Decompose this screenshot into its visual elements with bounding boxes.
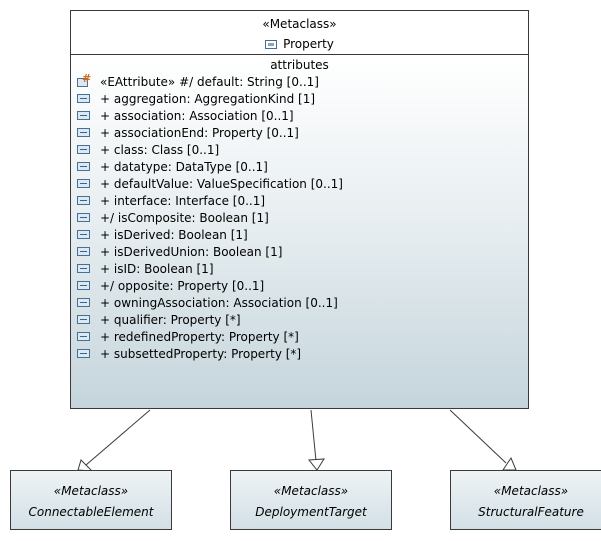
attribute-row[interactable]: # «EAttribute» #/ default: String [0..1]	[77, 73, 528, 90]
parent-stereotype: «Metaclass»	[493, 484, 569, 498]
property-icon	[77, 213, 90, 222]
attribute-row[interactable]: + isID: Boolean [1]	[77, 260, 528, 277]
property-icon	[77, 196, 90, 205]
attribute-label: +/ opposite: Property [0..1]	[100, 278, 265, 293]
parent-metaclass-connectableelement[interactable]: «Metaclass» ConnectableElement	[10, 470, 172, 530]
property-icon	[77, 94, 90, 103]
parent-metaclass-deploymenttarget[interactable]: «Metaclass» DeploymentTarget	[230, 470, 392, 530]
property-icon	[77, 111, 90, 120]
parent-stereotype: «Metaclass»	[53, 484, 129, 498]
property-icon	[77, 230, 90, 239]
generalization-edge-deploymenttarget	[310, 409, 317, 462]
property-icon	[77, 162, 90, 171]
attribute-label: + subsettedProperty: Property [*]	[100, 346, 302, 361]
attributes-compartment-title: attributes	[270, 58, 329, 72]
attribute-row[interactable]: + class: Class [0..1]	[77, 141, 528, 158]
generalization-edge-structuralfeature	[449, 409, 507, 464]
attribute-row[interactable]: + association: Association [0..1]	[77, 107, 528, 124]
property-icon	[77, 298, 90, 307]
attribute-row[interactable]: + associationEnd: Property [0..1]	[77, 124, 528, 141]
parent-name: ConnectableElement	[28, 505, 154, 519]
property-icon	[77, 128, 90, 137]
parent-name: DeploymentTarget	[255, 505, 367, 519]
attribute-label: + aggregation: AggregationKind [1]	[100, 91, 316, 106]
parent-stereotype: «Metaclass»	[273, 484, 349, 498]
attribute-label: + datatype: DataType [0..1]	[100, 159, 268, 174]
class-header: «Metaclass» Property	[71, 11, 528, 55]
property-icon	[77, 264, 90, 273]
attribute-label: + defaultValue: ValueSpecification [0..1…	[100, 176, 343, 191]
attribute-label: + isDerivedUnion: Boolean [1]	[100, 244, 283, 259]
property-metaclass-box[interactable]: «Metaclass» Property attributes # «EAttri…	[70, 10, 529, 409]
property-icon	[77, 315, 90, 324]
attribute-label: + redefinedProperty: Property [*]	[100, 329, 299, 344]
generalization-arrowhead-deploymenttarget	[308, 458, 325, 471]
attribute-row[interactable]: + redefinedProperty: Property [*]	[77, 328, 528, 345]
attribute-label: + isDerived: Boolean [1]	[100, 227, 248, 242]
attribute-row[interactable]: + qualifier: Property [*]	[77, 311, 528, 328]
generalization-edge-connectableelement	[85, 409, 151, 466]
parent-metaclass-structuralfeature[interactable]: «Metaclass» StructuralFeature	[450, 470, 601, 530]
attribute-row[interactable]: + datatype: DataType [0..1]	[77, 158, 528, 175]
attribute-row[interactable]: + owningAssociation: Association [0..1]	[77, 294, 528, 311]
attribute-row[interactable]: + isDerivedUnion: Boolean [1]	[77, 243, 528, 260]
class-name-row: Property	[71, 37, 528, 52]
generalization-arrowhead-structuralfeature	[502, 456, 517, 471]
property-icon	[77, 332, 90, 341]
attribute-row[interactable]: + defaultValue: ValueSpecification [0..1…	[77, 175, 528, 192]
attribute-label: + owningAssociation: Association [0..1]	[100, 295, 338, 310]
attribute-label: +/ isComposite: Boolean [1]	[100, 210, 269, 225]
attribute-row[interactable]: +/ isComposite: Boolean [1]	[77, 209, 528, 226]
attributes-compartment: # «EAttribute» #/ default: String [0..1] +…	[71, 72, 528, 362]
attribute-label: + class: Class [0..1]	[100, 142, 220, 157]
attribute-label: «EAttribute» #/ default: String [0..1]	[100, 74, 319, 89]
attribute-label: + interface: Interface [0..1]	[100, 193, 266, 208]
property-icon	[77, 179, 90, 188]
eattribute-icon: #	[77, 73, 92, 88]
attribute-row[interactable]: +/ opposite: Property [0..1]	[77, 277, 528, 294]
attribute-row[interactable]: + interface: Interface [0..1]	[77, 192, 528, 209]
attribute-label: + associationEnd: Property [0..1]	[100, 125, 299, 140]
property-icon	[77, 247, 90, 256]
parent-name: StructuralFeature	[478, 505, 584, 519]
class-icon	[265, 40, 278, 49]
attribute-label: + association: Association [0..1]	[100, 108, 294, 123]
property-icon	[77, 349, 90, 358]
attribute-label: + isID: Boolean [1]	[100, 261, 214, 276]
property-icon	[77, 281, 90, 290]
attribute-row[interactable]: + subsettedProperty: Property [*]	[77, 345, 528, 362]
attribute-label: + qualifier: Property [*]	[100, 312, 241, 327]
attribute-row[interactable]: + aggregation: AggregationKind [1]	[77, 90, 528, 107]
property-icon	[77, 145, 90, 154]
class-name[interactable]: Property	[283, 37, 334, 51]
attribute-row[interactable]: + isDerived: Boolean [1]	[77, 226, 528, 243]
class-stereotype: «Metaclass»	[262, 17, 337, 31]
